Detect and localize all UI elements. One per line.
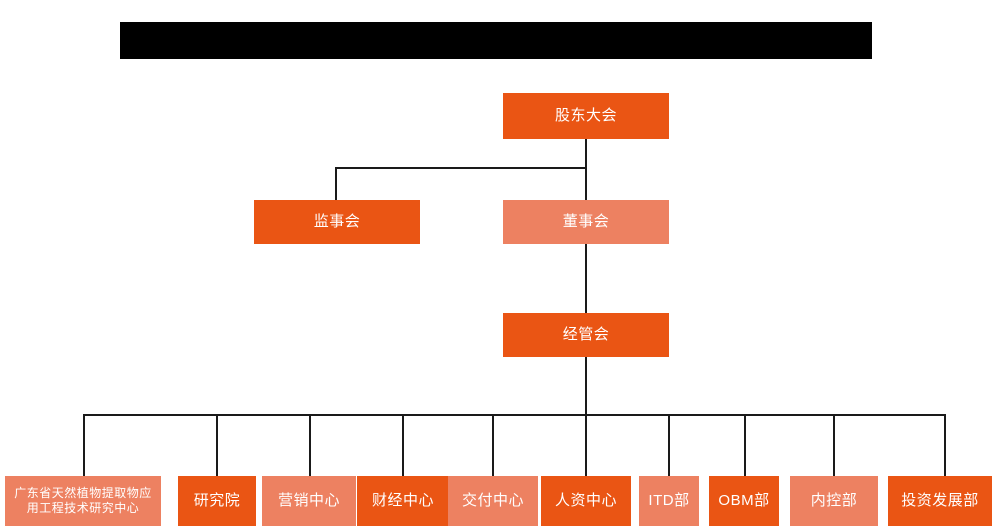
node-shareholders-meeting[interactable]: 股东大会 <box>503 93 669 139</box>
node-hr-center[interactable]: 人资中心 <box>541 476 631 526</box>
connector-directors-to-management <box>585 243 587 313</box>
node-investment-development-department[interactable]: 投资发展部 <box>888 476 992 526</box>
node-investment-development-department-label: 投资发展部 <box>901 491 979 509</box>
node-delivery-center-label: 交付中心 <box>461 491 524 509</box>
node-board-of-directors[interactable]: 董事会 <box>503 200 669 244</box>
connector-drop-investment <box>944 414 946 476</box>
node-obm-department-label: OBM部 <box>718 491 770 509</box>
node-itd-department[interactable]: ITD部 <box>639 476 699 526</box>
node-internal-control-department-label: 内控部 <box>810 491 858 509</box>
node-internal-control-department[interactable]: 内控部 <box>790 476 878 526</box>
node-board-of-supervisors-label: 监事会 <box>313 212 361 230</box>
connector-management-down <box>585 357 587 416</box>
connector-drop-marketing-center <box>309 414 311 476</box>
node-finance-center[interactable]: 财经中心 <box>357 476 449 526</box>
connector-drop-research-center <box>83 414 85 476</box>
node-finance-center-label: 财经中心 <box>371 491 434 509</box>
connector-drop-internal-control <box>833 414 835 476</box>
connector-level2-bus <box>335 167 587 169</box>
node-research-institute-label: 研究院 <box>193 491 241 509</box>
connector-drop-delivery-center <box>492 414 494 476</box>
node-board-of-supervisors[interactable]: 监事会 <box>254 200 420 244</box>
node-management-committee[interactable]: 经管会 <box>503 313 669 357</box>
node-board-of-directors-label: 董事会 <box>562 212 610 230</box>
connector-to-directors <box>585 167 587 200</box>
node-research-center-label: 广东省天然植物提取物应 用工程技术研究中心 <box>14 486 152 515</box>
connector-drop-itd <box>668 414 670 476</box>
connector-drop-hr-center <box>585 414 587 476</box>
node-marketing-center-label: 营销中心 <box>277 491 340 509</box>
connector-shareholders-down <box>585 139 587 169</box>
node-hr-center-label: 人资中心 <box>554 491 617 509</box>
node-marketing-center[interactable]: 营销中心 <box>262 476 356 526</box>
connector-to-supervisors <box>335 167 337 200</box>
node-delivery-center[interactable]: 交付中心 <box>448 476 538 526</box>
node-shareholders-meeting-label: 股东大会 <box>554 106 617 124</box>
node-itd-department-label: ITD部 <box>648 491 690 509</box>
connector-drop-finance-center <box>402 414 404 476</box>
connector-drop-obm <box>744 414 746 476</box>
node-research-institute[interactable]: 研究院 <box>178 476 256 526</box>
connector-drop-research-institute <box>216 414 218 476</box>
node-obm-department[interactable]: OBM部 <box>709 476 779 526</box>
node-research-center[interactable]: 广东省天然植物提取物应 用工程技术研究中心 <box>5 476 161 526</box>
node-management-committee-label: 经管会 <box>562 325 610 343</box>
redacted-title-bar <box>120 22 872 59</box>
connector-departments-bus <box>83 414 945 416</box>
